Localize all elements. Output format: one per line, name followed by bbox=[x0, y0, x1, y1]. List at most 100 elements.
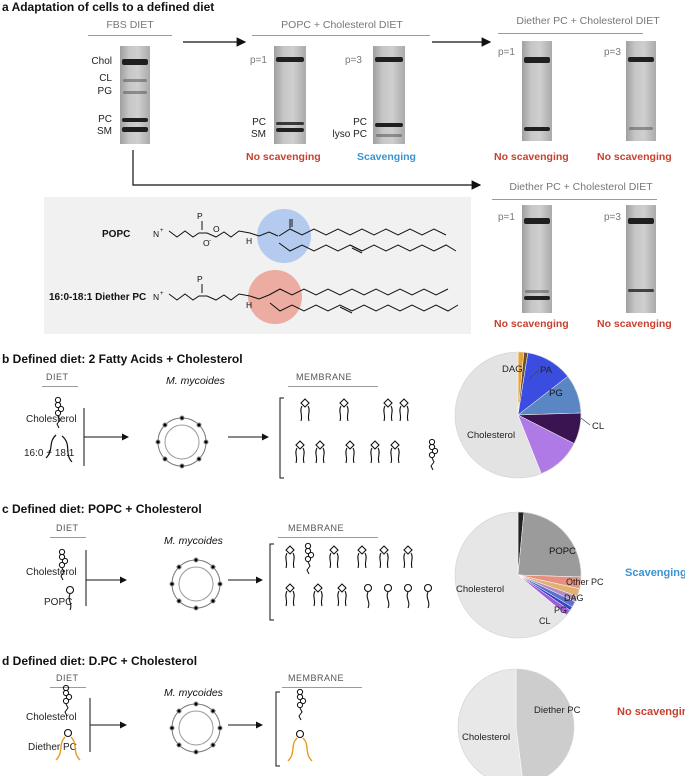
panel-b-membrane-label: MEMBRANE bbox=[296, 372, 353, 382]
pie0-outline bbox=[454, 351, 582, 479]
pie1-label-cl: CL bbox=[539, 616, 551, 626]
pie2-outline bbox=[457, 668, 575, 776]
pie0-label-cholesterol: Cholesterol bbox=[467, 430, 515, 441]
diether2-p1-band-pc bbox=[525, 290, 549, 293]
diether1-p3-label: p=3 bbox=[604, 47, 621, 58]
panel-d-input-diether: Diether PC bbox=[28, 742, 77, 753]
diether2-p1-gel-lane bbox=[522, 205, 552, 313]
diether-atom-h: H bbox=[246, 300, 252, 310]
popc-atom-ominus: O bbox=[203, 238, 210, 248]
pie2-slice-1 bbox=[457, 668, 523, 776]
molecule-structures: P O O - N + H POPC P N + H 16:0-18:1 Die… bbox=[49, 209, 459, 324]
diether1-p1-band-chol bbox=[524, 57, 550, 63]
popc-diet-title: POPC + Cholesterol DIET bbox=[281, 19, 403, 31]
panel-c-input-popc: POPC bbox=[44, 597, 73, 608]
fbs-label-sm: SM bbox=[97, 126, 112, 137]
fbs-band-pg bbox=[123, 91, 147, 94]
diether2-p3-gel-lane bbox=[626, 205, 656, 313]
diether1-p3-band-chol bbox=[628, 57, 654, 62]
panel-d-membrane-underline bbox=[282, 687, 362, 688]
diet-schematics bbox=[45, 396, 439, 767]
diether2-p3-band-chol bbox=[628, 218, 654, 224]
popc-p1-band-pc bbox=[276, 122, 304, 125]
panel-d-diet-underline bbox=[50, 687, 86, 688]
popc-p3-band-chol bbox=[375, 57, 403, 62]
diether1-p1-label: p=1 bbox=[498, 47, 515, 58]
panel-b-membrane-underline bbox=[288, 386, 378, 387]
diether2-p1-band-pc2 bbox=[524, 296, 550, 300]
panel-d-membrane-label: MEMBRANE bbox=[288, 673, 345, 683]
popc-p1-band-chol bbox=[276, 57, 304, 62]
popc-p3-band-pc bbox=[375, 123, 403, 127]
diether1-p3-gel-lane bbox=[626, 41, 656, 141]
panel-c-diet-label: DIET bbox=[56, 523, 79, 533]
diether1-p3-band-pc bbox=[629, 127, 653, 130]
panel-c-diet-underline bbox=[50, 537, 86, 538]
pie0-label-pg: PG bbox=[549, 388, 563, 399]
popc-p1-label-sm: SM bbox=[251, 129, 266, 140]
diether1-p1-band-pc bbox=[524, 127, 550, 131]
diether-atom-p: P bbox=[197, 274, 203, 284]
diether1-p1-gel-lane bbox=[522, 41, 552, 141]
popc-p3-label: p=3 bbox=[345, 55, 362, 66]
popc-p3-result: Scavenging bbox=[357, 151, 416, 163]
pie1-label-popc: POPC bbox=[549, 546, 576, 557]
fbs-band-chol bbox=[122, 59, 148, 65]
diether-diet-title-1: Diether PC + Cholesterol DIET bbox=[516, 15, 660, 27]
pie2-slice-0 bbox=[515, 668, 575, 776]
pie1-outline bbox=[454, 511, 582, 639]
popc-atom-o: O bbox=[213, 224, 220, 234]
panel-d-diet-label: DIET bbox=[56, 673, 79, 683]
diether2-p1-result: No scavenging bbox=[494, 318, 569, 330]
pie0-label-pa: PA bbox=[540, 365, 553, 376]
diether-ether-highlight bbox=[248, 270, 302, 324]
pie2-label-diether: Diether PC bbox=[534, 705, 581, 716]
diether2-p3-label: p=3 bbox=[604, 212, 621, 223]
diether-diet-title-2: Diether PC + Cholesterol DIET bbox=[509, 181, 653, 193]
popc-p3-band-lyso bbox=[376, 134, 402, 137]
diether2-p3-result: No scavenging bbox=[597, 318, 672, 330]
pie-chart-popc bbox=[454, 511, 582, 639]
panel-d-result: No scavenging bbox=[617, 706, 685, 718]
popc-p1-label: p=1 bbox=[250, 55, 267, 66]
pie1-label-dag: DAG bbox=[564, 593, 584, 603]
diether2-p1-label: p=1 bbox=[498, 212, 515, 223]
popc-atom-n: N bbox=[153, 229, 159, 239]
panel-d-organism: M. mycoides bbox=[164, 687, 223, 699]
popc-ester-highlight bbox=[257, 209, 311, 263]
diether-atom-plus: + bbox=[160, 291, 164, 297]
popc-atom-p: P bbox=[197, 211, 203, 221]
pie0-leader-cl bbox=[580, 417, 591, 426]
popc-p3-gel-lane bbox=[373, 46, 405, 144]
popc-p1-gel-lane bbox=[274, 46, 306, 144]
panel-c-membrane-label: MEMBRANE bbox=[288, 523, 345, 533]
fbs-band-sm bbox=[122, 127, 148, 132]
panel-d-input-cholesterol: Cholesterol bbox=[26, 712, 77, 723]
panel-b-diet-label: DIET bbox=[46, 372, 69, 382]
popc-p1-label-pc: PC bbox=[252, 117, 266, 128]
fbs-label-cl: CL bbox=[99, 73, 112, 84]
pie1-label-otherpc: Other PC bbox=[566, 577, 604, 587]
panel-b-input-cholesterol: Cholesterol bbox=[26, 414, 77, 425]
popc-atom-h: H bbox=[246, 236, 252, 246]
panel-c-input-cholesterol: Cholesterol bbox=[26, 567, 77, 578]
panel-a-arrows bbox=[132, 37, 492, 190]
pie1-label-cholesterol: Cholesterol bbox=[456, 584, 504, 595]
fbs-diet-underline bbox=[88, 35, 172, 36]
popc-p1-band-sm bbox=[276, 128, 304, 132]
fbs-band-cl bbox=[123, 79, 147, 82]
panel-c-membrane-underline bbox=[278, 537, 378, 538]
panel-c-organism: M. mycoides bbox=[164, 535, 223, 547]
panel-b-organism: M. mycoides bbox=[166, 375, 225, 387]
pie-chart-fatty-acids bbox=[454, 351, 582, 479]
pie1-slice-1 bbox=[517, 512, 582, 578]
diether-atom-n: N bbox=[153, 292, 159, 302]
popc-diet-underline bbox=[252, 35, 430, 36]
diether-diet-underline-2 bbox=[492, 199, 657, 200]
popc-p3-label-pc: PC bbox=[353, 117, 367, 128]
pie-charts: DAG PA PG CL Cholesterol POPC Other PC D… bbox=[454, 351, 604, 776]
panel-c-title: c Defined diet: POPC + Cholesterol bbox=[2, 502, 202, 516]
popc-atom-plus: + bbox=[160, 228, 164, 234]
fbs-band-pc bbox=[122, 118, 148, 122]
pie0-leader-pa bbox=[528, 369, 540, 380]
